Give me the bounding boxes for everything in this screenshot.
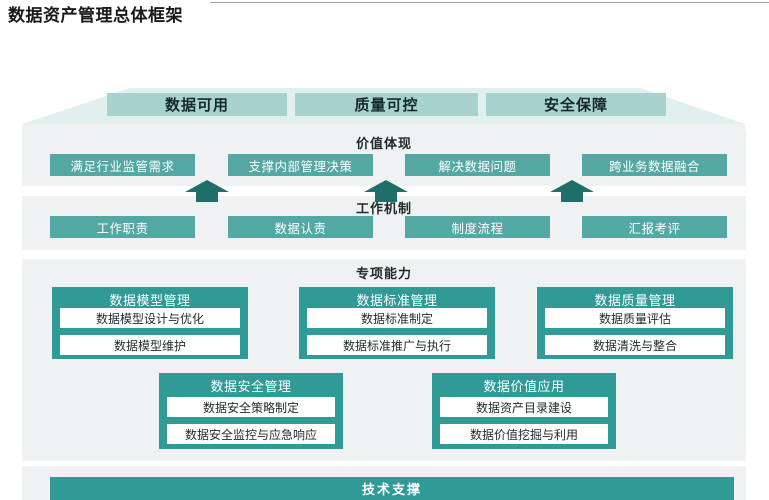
module-item: 数据标准制定 bbox=[307, 308, 487, 328]
mechanism-item-reporting: 汇报考评 bbox=[582, 216, 727, 238]
module-item: 数据安全监控与应急响应 bbox=[167, 424, 335, 444]
title-rule bbox=[210, 2, 769, 3]
module-title: 数据质量管理 bbox=[594, 294, 676, 309]
roof-item-data-available: 数据可用 bbox=[107, 93, 287, 116]
value-item-regulatory: 满足行业监管需求 bbox=[50, 154, 195, 176]
roof-item-security: 安全保障 bbox=[486, 93, 666, 116]
value-section-title: 价值体现 bbox=[355, 137, 412, 152]
value-item-data-issues: 解决数据问题 bbox=[405, 154, 550, 176]
capabilities-section: 专项能力 数据模型管理 数据模型设计与优化 数据模型维护 数据标准管理 数据标准… bbox=[22, 259, 746, 461]
module-item: 数据安全策略制定 bbox=[167, 397, 335, 417]
module-title: 数据模型管理 bbox=[109, 294, 191, 309]
module-data-security: 数据安全管理 数据安全策略制定 数据安全监控与应急响应 bbox=[159, 373, 343, 449]
mechanism-section: 工作机制 工作职责 数据认责 制度流程 汇报考评 bbox=[22, 196, 746, 250]
up-arrow-icon bbox=[550, 180, 594, 202]
up-arrow-icon bbox=[364, 180, 408, 202]
up-arrow-icon bbox=[185, 180, 229, 202]
tech-support-bar: 技术支撑 bbox=[50, 477, 734, 500]
mechanism-item-accountability: 数据认责 bbox=[228, 216, 373, 238]
module-data-quality: 数据质量管理 数据质量评估 数据清洗与整合 bbox=[537, 287, 733, 359]
value-section: 价值体现 满足行业监管需求 支撑内部管理决策 解决数据问题 跨业务数据融合 bbox=[22, 130, 746, 186]
module-item: 数据标准推广与执行 bbox=[307, 335, 487, 355]
module-item: 数据模型设计与优化 bbox=[60, 308, 240, 328]
value-item-fusion: 跨业务数据融合 bbox=[582, 154, 727, 176]
module-item: 数据模型维护 bbox=[60, 335, 240, 355]
mechanism-item-process: 制度流程 bbox=[405, 216, 550, 238]
module-title: 数据安全管理 bbox=[210, 380, 292, 395]
module-item: 数据清洗与整合 bbox=[545, 335, 725, 355]
value-item-decision: 支撑内部管理决策 bbox=[228, 154, 373, 176]
module-data-standard: 数据标准管理 数据标准制定 数据标准推广与执行 bbox=[299, 287, 495, 359]
mechanism-item-duties: 工作职责 bbox=[50, 216, 195, 238]
module-item: 数据质量评估 bbox=[545, 308, 725, 328]
module-data-value: 数据价值应用 数据资产目录建设 数据价值挖掘与利用 bbox=[432, 373, 616, 449]
module-title: 数据价值应用 bbox=[483, 380, 565, 395]
module-item: 数据资产目录建设 bbox=[440, 397, 608, 417]
mechanism-section-title: 工作机制 bbox=[355, 202, 412, 217]
capabilities-section-title: 专项能力 bbox=[355, 267, 412, 282]
module-data-model: 数据模型管理 数据模型设计与优化 数据模型维护 bbox=[52, 287, 248, 359]
page-title: 数据资产管理总体框架 bbox=[8, 6, 183, 26]
module-title: 数据标准管理 bbox=[356, 294, 438, 309]
roof-item-quality-control: 质量可控 bbox=[295, 93, 478, 116]
module-item: 数据价值挖掘与利用 bbox=[440, 424, 608, 444]
